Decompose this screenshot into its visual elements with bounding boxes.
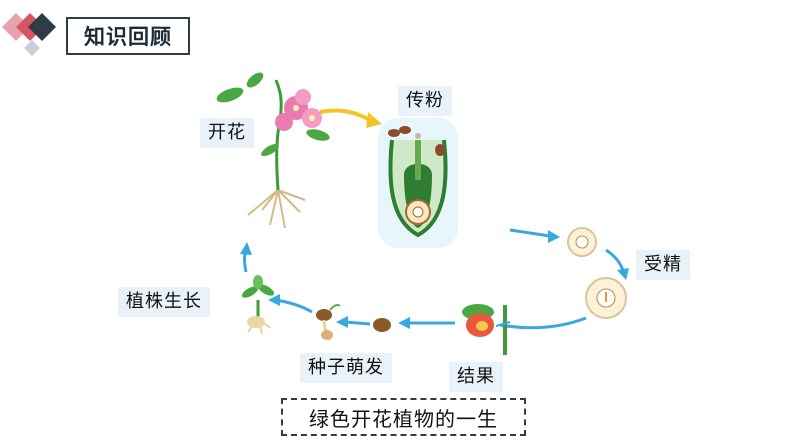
germinating-seed-illustration xyxy=(316,304,341,341)
fertilization-illustration xyxy=(567,227,629,319)
fruiting-illustration xyxy=(462,304,511,355)
arrow-germination-to-seedling xyxy=(268,294,313,314)
arrow-seed-to-germination xyxy=(336,316,371,328)
seed-illustration xyxy=(373,318,391,332)
label-growth: 植株生长 xyxy=(118,287,210,317)
page-title: 知识回顾 xyxy=(66,17,190,55)
pollination-illustration xyxy=(378,118,458,248)
diagram-caption: 绿色开花植物的一生 xyxy=(281,398,526,436)
corner-decoration xyxy=(2,13,56,56)
arrow-growth-to-flowering xyxy=(240,242,252,273)
arrow-fertilization-to-fruiting xyxy=(499,316,587,330)
flowering-plant-illustration xyxy=(216,72,330,229)
seedling-illustration xyxy=(241,275,275,335)
label-germination: 种子萌发 xyxy=(300,353,392,383)
arrow-pollination-to-fertilization xyxy=(509,228,560,243)
label-fruiting: 结果 xyxy=(449,362,503,392)
label-pollination: 传粉 xyxy=(398,86,452,116)
arrow-flowering-to-pollination xyxy=(319,108,382,128)
arrow-fruiting-to-seed xyxy=(398,317,455,329)
label-flowering: 开花 xyxy=(200,118,254,148)
label-fertilization: 受精 xyxy=(636,250,690,280)
